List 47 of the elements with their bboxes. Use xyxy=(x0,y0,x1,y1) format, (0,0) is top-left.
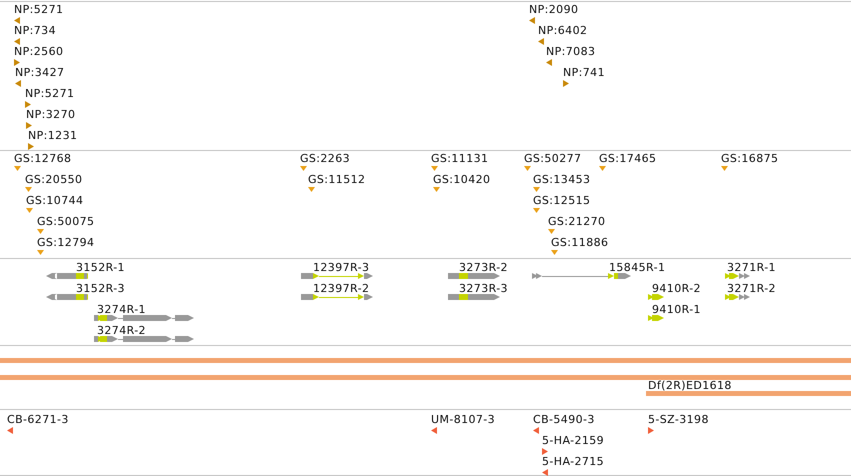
feature-label: NP:734 xyxy=(14,24,56,37)
feature-label: NP:6402 xyxy=(538,24,588,37)
feature-label: 5-SZ-3198 xyxy=(648,413,709,426)
gene-label: 3152R-3 xyxy=(76,282,125,295)
gene-label: 3273R-2 xyxy=(459,261,508,274)
gene-label: 9410R-1 xyxy=(652,303,701,316)
feature-label: NP:2090 xyxy=(529,3,578,16)
feature-label: GS:50075 xyxy=(37,215,94,228)
gene-label: 12397R-2 xyxy=(313,282,370,295)
feature-label: NP:3270 xyxy=(26,108,76,121)
feature-label: GS:10420 xyxy=(433,173,490,186)
feature-label: GS:20550 xyxy=(25,173,82,186)
feature-label: CB-5490-3 xyxy=(533,413,595,426)
gene-label: 15845R-1 xyxy=(609,261,666,274)
feature-label: NP:2560 xyxy=(14,45,64,58)
feature-label: GS:11131 xyxy=(431,152,488,165)
feature-label: NP:741 xyxy=(563,66,605,79)
feature-label: GS:11886 xyxy=(551,236,608,249)
feature-label: NP:3427 xyxy=(15,66,64,79)
feature-label: GS:17465 xyxy=(599,152,656,165)
feature-label: GS:12515 xyxy=(533,194,590,207)
gene-label: 12397R-3 xyxy=(313,261,370,274)
gene-label: 3274R-2 xyxy=(97,324,146,337)
feature-label: GS:10744 xyxy=(26,194,84,207)
deletion-label: Df(2R)ED1618 xyxy=(648,379,732,392)
feature-label: GS:13453 xyxy=(533,173,590,186)
feature-label: GS:21270 xyxy=(548,215,606,228)
gene-label: 9410R-2 xyxy=(652,282,701,295)
gene-label: 3152R-1 xyxy=(76,261,125,274)
gene-label: 3273R-3 xyxy=(459,282,508,295)
feature-label: GS:16875 xyxy=(721,152,778,165)
gene-label: 3274R-1 xyxy=(97,303,146,316)
feature-label: GS:50277 xyxy=(524,152,582,165)
gene-label: 3271R-1 xyxy=(727,261,776,274)
feature-label: CB-6271-3 xyxy=(7,413,69,426)
feature-label: NP:5271 xyxy=(25,87,74,100)
gene-label: 3271R-2 xyxy=(727,282,776,295)
feature-label: GS:12794 xyxy=(37,236,94,249)
feature-label: 5-HA-2715 xyxy=(542,455,604,468)
feature-label: NP:1231 xyxy=(28,129,78,142)
feature-label: NP:5271 xyxy=(14,3,64,16)
feature-label: NP:7083 xyxy=(546,45,596,58)
feature-label: UM-8107-3 xyxy=(431,413,496,426)
feature-label: 5-HA-2159 xyxy=(542,434,604,447)
feature-label: GS:11512 xyxy=(308,173,366,186)
feature-label: GS:2263 xyxy=(300,152,350,165)
feature-label: GS:12768 xyxy=(14,152,72,165)
